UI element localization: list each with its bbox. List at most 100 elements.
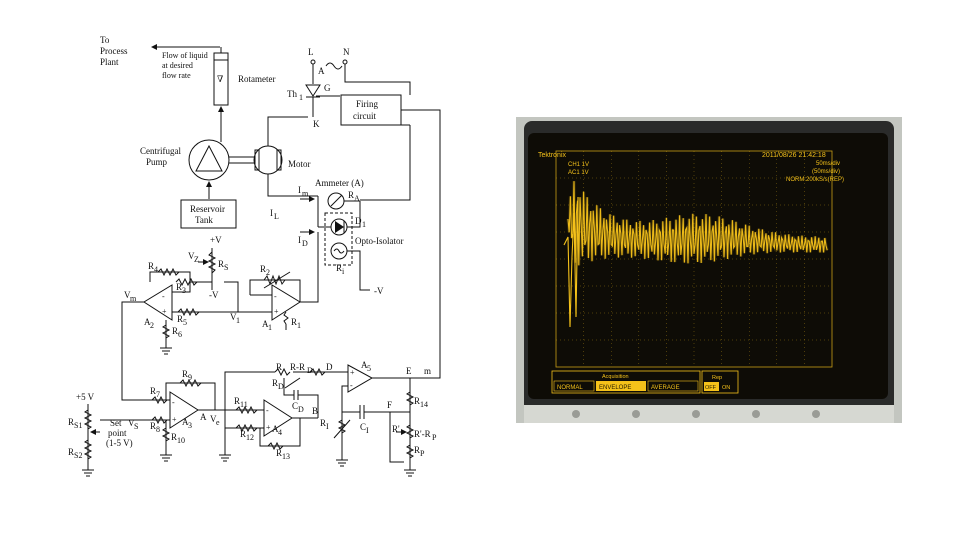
svg-text:R: R	[276, 448, 282, 458]
svg-text:R: R	[218, 259, 224, 269]
svg-text:7: 7	[156, 390, 160, 399]
svg-text:R: R	[148, 261, 154, 271]
svg-text:I: I	[298, 185, 301, 195]
opto-isolator: D 1 I D Opto-Isolator R i -V	[298, 196, 404, 296]
svg-text:1: 1	[362, 220, 366, 229]
svg-text:D: D	[326, 362, 333, 372]
svg-text:-: -	[274, 292, 277, 301]
svg-text:4: 4	[154, 265, 158, 274]
svg-text:-: -	[162, 292, 165, 301]
svg-text:∇: ∇	[217, 74, 223, 84]
svg-text:A: A	[361, 360, 368, 370]
svg-text:11: 11	[240, 400, 248, 409]
svg-text:8: 8	[156, 425, 160, 434]
svg-text:Flow of liquid: Flow of liquid	[162, 51, 208, 60]
svg-text:A: A	[354, 194, 360, 203]
svg-text:Firing: Firing	[356, 99, 379, 109]
svg-text:A: A	[182, 417, 189, 427]
svg-text:R: R	[276, 362, 282, 372]
svg-text:L: L	[274, 212, 279, 221]
svg-text:Centrifugal: Centrifugal	[140, 146, 181, 156]
svg-text:R: R	[171, 432, 177, 442]
svg-text:To: To	[100, 35, 110, 45]
svg-text:S: S	[134, 422, 138, 431]
svg-text:R: R	[272, 378, 278, 388]
svg-text:1: 1	[268, 323, 272, 332]
svg-text:Z: Z	[194, 255, 199, 264]
svg-text:R: R	[176, 282, 182, 292]
op-amp-a2: - + A 2 V m R 3 R 5 R 4 R 6	[121, 261, 238, 401]
svg-text:+: +	[274, 307, 279, 316]
svg-text:Th: Th	[287, 89, 297, 99]
svg-text:B: B	[312, 406, 318, 416]
svg-text:Opto-Isolator: Opto-Isolator	[355, 236, 404, 246]
mode-envelope[interactable]: ENVELOPE	[599, 385, 631, 391]
rep-label: Rep	[712, 375, 722, 381]
svg-text:2: 2	[266, 268, 270, 277]
pid-network: R R-R D R D C D D + - A 5 E m C I F R	[224, 360, 437, 477]
rep-off[interactable]: OFF	[705, 385, 717, 391]
svg-text:R: R	[336, 263, 342, 273]
svg-text:3: 3	[188, 421, 192, 430]
scope-channel-info: CH1 1V	[568, 162, 589, 168]
oscilloscope-frame	[516, 117, 902, 423]
svg-text:Process: Process	[100, 46, 128, 56]
svg-text:10: 10	[177, 436, 185, 445]
svg-text:-V: -V	[209, 290, 219, 300]
svg-text:V: V	[210, 414, 217, 424]
svg-text:Set: Set	[110, 418, 122, 428]
scope-timebase-2: (50ms/div)	[812, 169, 840, 175]
acquisition-menu: Acquisition NORMAL ENVELOPE AVERAGE Rep …	[551, 370, 739, 394]
svg-text:Plant: Plant	[100, 57, 119, 67]
svg-text:m: m	[130, 294, 137, 303]
control-schematic: To Process Plant Flow of liquid at desir…	[68, 35, 441, 477]
svg-text:R: R	[240, 429, 246, 439]
scope-brand: Tektronix	[538, 152, 567, 159]
svg-text:R: R	[182, 369, 188, 379]
svg-text:14: 14	[420, 400, 428, 409]
svg-text:m: m	[302, 189, 309, 198]
svg-text:I: I	[326, 422, 329, 431]
svg-text:Tank: Tank	[195, 215, 213, 225]
svg-text:1: 1	[299, 93, 303, 102]
svg-text:+5 V: +5 V	[76, 392, 95, 402]
svg-text:R: R	[260, 264, 266, 274]
svg-text:L: L	[308, 47, 314, 57]
svg-text:P: P	[432, 433, 437, 442]
rep-on[interactable]: ON	[722, 385, 730, 391]
svg-text:R: R	[150, 386, 156, 396]
oscilloscope-grid	[555, 150, 833, 368]
svg-text:A: A	[318, 66, 325, 76]
svg-text:C: C	[292, 401, 298, 411]
svg-text:D: D	[355, 216, 362, 226]
svg-text:5: 5	[367, 364, 371, 373]
svg-text:R: R	[68, 447, 74, 457]
svg-text:F: F	[387, 400, 392, 410]
op-amp-a4: - + A 4 R 11 R 12 R 13 B	[219, 396, 318, 462]
svg-text:1: 1	[297, 321, 301, 330]
svg-text:point: point	[108, 428, 127, 438]
svg-text:I: I	[366, 426, 369, 435]
svg-text:2: 2	[150, 321, 154, 330]
svg-text:S: S	[224, 263, 228, 272]
svg-text:9: 9	[188, 373, 192, 382]
scope-timebase: 50ms/div	[816, 161, 840, 167]
scope-channel-info-2: AC1 1V	[568, 170, 589, 176]
svg-text:12: 12	[246, 433, 254, 442]
scope-sample-rate: NORM:200kS/s(REP)	[786, 177, 844, 183]
svg-text:Motor: Motor	[288, 159, 311, 169]
svg-text:C: C	[360, 422, 366, 432]
mode-normal[interactable]: NORMAL	[557, 385, 583, 391]
svg-text:+: +	[350, 368, 355, 377]
op-amp-a3: - + A 3 R 7 R 8 R 9 R 10 A V e	[150, 369, 225, 462]
svg-text:R: R	[68, 417, 74, 427]
reservoir-tank: Reservoir Tank	[180, 199, 237, 229]
svg-text:+: +	[266, 423, 271, 432]
svg-text:-V: -V	[374, 286, 384, 296]
mode-average[interactable]: AVERAGE	[651, 385, 680, 391]
op-amp-a1: - + A 1 R 2 V 1 R 1	[224, 232, 319, 332]
oscilloscope-trace	[563, 181, 829, 328]
motor: Motor	[253, 116, 318, 197]
svg-text:+: +	[172, 415, 177, 424]
svg-text:Ammeter (A): Ammeter (A)	[315, 178, 364, 188]
